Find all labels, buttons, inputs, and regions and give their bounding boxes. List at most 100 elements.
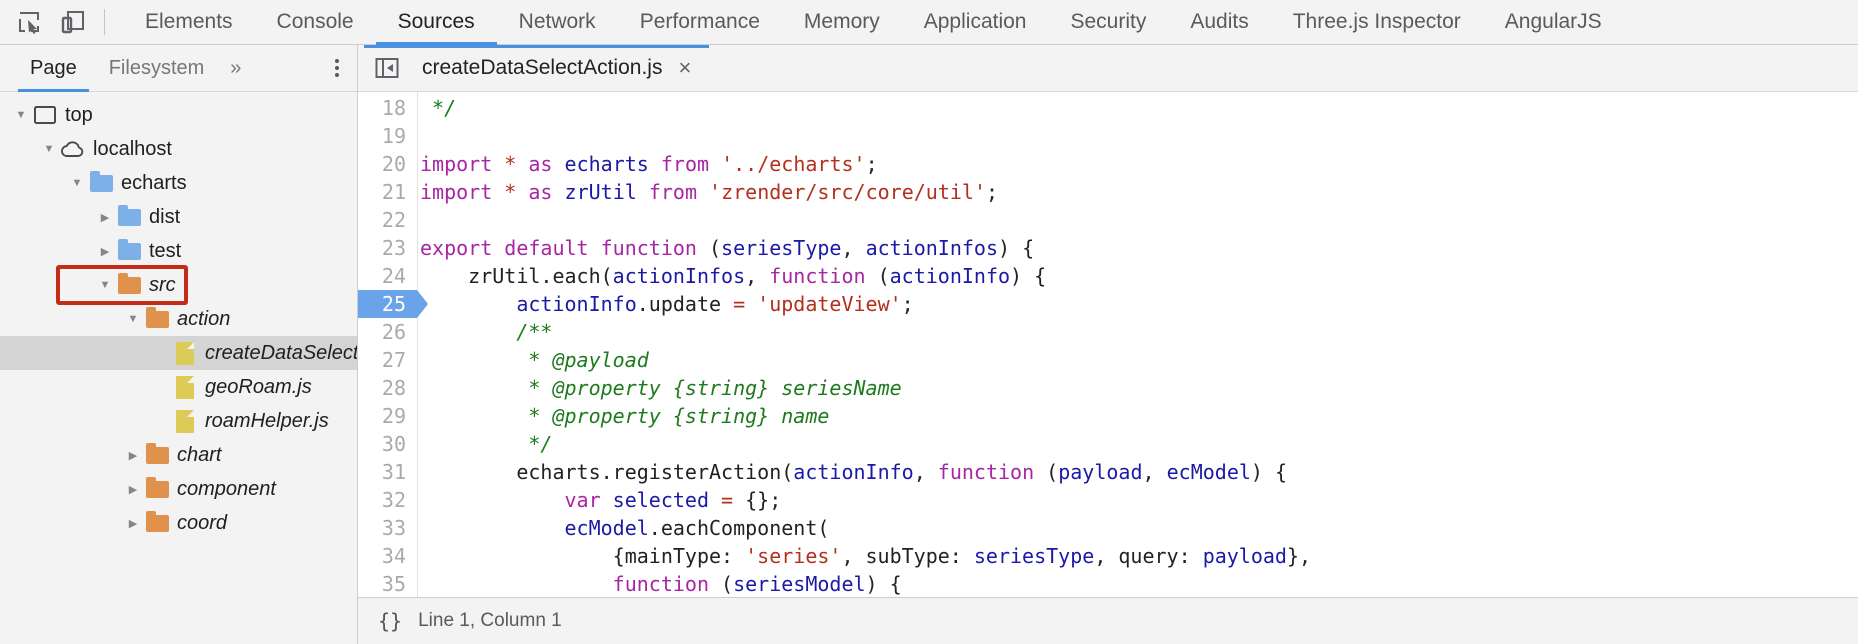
line-number[interactable]: 18	[381, 96, 406, 120]
tree-item-createdataselectaction-js[interactable]: ▶createDataSelectAction.js	[0, 336, 357, 370]
code-token: function	[612, 572, 709, 596]
code-token	[420, 320, 516, 344]
line-number[interactable]: 32	[381, 488, 406, 512]
code-token: zrUtil.each(	[420, 264, 613, 288]
tab-memory[interactable]: Memory	[782, 0, 902, 44]
tree-item-dist[interactable]: ▶dist	[0, 200, 357, 234]
line-number[interactable]: 27	[381, 348, 406, 372]
js-file-icon	[172, 341, 198, 365]
tree-item-echarts[interactable]: ▼echarts	[0, 166, 357, 200]
tab-sources[interactable]: Sources	[375, 0, 497, 45]
device-toolbar-icon[interactable]	[58, 7, 88, 37]
tab-security[interactable]: Security	[1048, 0, 1168, 44]
code-line: import * as echarts from '../echarts';	[420, 150, 1858, 178]
tree-item-label: src	[149, 274, 176, 296]
tree-item-coord[interactable]: ▶coord	[0, 506, 357, 540]
line-number[interactable]: 28	[381, 376, 406, 400]
line-number[interactable]: 19	[381, 124, 406, 148]
line-number[interactable]: 22	[381, 208, 406, 232]
breakpoint-marker[interactable]: 25	[358, 290, 428, 318]
source-code[interactable]: */ import * as echarts from '../echarts'…	[418, 92, 1858, 597]
frame-icon	[32, 106, 58, 124]
tree-item-georoam-js[interactable]: ▶geoRoam.js	[0, 370, 357, 404]
tree-item-localhost[interactable]: ▼localhost	[0, 132, 357, 166]
toolbar-icon-group	[0, 0, 123, 44]
tab-threejs-inspector[interactable]: Three.js Inspector	[1271, 0, 1483, 44]
tab-angularjs[interactable]: AngularJS	[1483, 0, 1624, 44]
chevron-down-icon[interactable]: ▼	[127, 313, 139, 325]
chevron-down-icon[interactable]: ▼	[99, 279, 111, 291]
code-token	[516, 180, 528, 204]
code-token: (	[696, 236, 722, 260]
toolbar-divider	[104, 9, 105, 35]
code-token: as	[528, 152, 553, 176]
tree-item-roamhelper-js[interactable]: ▶roamHelper.js	[0, 404, 357, 438]
line-number[interactable]: 33	[381, 516, 406, 540]
chevron-right-icon[interactable]: ▶	[100, 245, 110, 258]
tree-item-test[interactable]: ▶test	[0, 234, 357, 268]
tree-item-component[interactable]: ▶component	[0, 472, 357, 506]
code-token: * @property {string} seriesName	[528, 376, 902, 400]
tree-item-top[interactable]: ▼top	[0, 98, 357, 132]
folder-icon	[144, 306, 170, 328]
code-token: =	[721, 488, 734, 512]
chevron-down-icon[interactable]: ▼	[71, 177, 83, 189]
code-line	[420, 206, 1858, 234]
code-line: export default function (seriesType, act…	[420, 234, 1858, 262]
inspect-element-icon[interactable]	[14, 7, 44, 37]
code-token: selected	[612, 488, 709, 512]
tab-console[interactable]: Console	[255, 0, 376, 44]
tab-performance[interactable]: Performance	[618, 0, 782, 44]
code-token: ,	[913, 460, 938, 484]
code-token: /**	[516, 320, 553, 344]
code-token: ;	[865, 152, 878, 176]
close-icon[interactable]: ×	[678, 55, 692, 80]
line-number[interactable]: 29	[381, 404, 406, 428]
line-number[interactable]: 35	[381, 572, 406, 596]
collapse-sidebar-icon[interactable]	[358, 45, 416, 91]
kebab-menu-icon[interactable]	[335, 59, 339, 77]
tab-application[interactable]: Application	[902, 0, 1049, 44]
line-number[interactable]: 34	[381, 544, 406, 568]
chevron-right-icon[interactable]: ▶	[128, 483, 138, 496]
tree-item-src[interactable]: ▼ src	[0, 268, 357, 302]
code-token: actionInfo	[889, 264, 1011, 288]
pretty-print-icon[interactable]: {}	[378, 609, 403, 633]
code-token: ecModel	[1166, 460, 1251, 484]
tab-network[interactable]: Network	[497, 0, 618, 44]
line-number[interactable]: 30	[381, 432, 406, 456]
code-token: function	[769, 264, 866, 288]
code-token: ecModel	[564, 516, 649, 540]
line-number[interactable]: 26	[381, 320, 406, 344]
chevron-right-icon[interactable]: ▶	[128, 517, 138, 530]
tree-item-chart[interactable]: ▶chart	[0, 438, 357, 472]
code-token: },	[1286, 544, 1312, 568]
code-token	[709, 152, 721, 176]
line-number[interactable]: 31	[381, 460, 406, 484]
tree-item-action[interactable]: ▼action	[0, 302, 357, 336]
code-token: zrUtil	[564, 180, 637, 204]
code-token	[601, 488, 613, 512]
line-number[interactable]: 24	[381, 264, 406, 288]
code-token: var	[564, 488, 601, 512]
chevron-right-icon[interactable]: ▶	[100, 211, 110, 224]
line-number[interactable]: 20	[381, 152, 406, 176]
editor-file-tab[interactable]: createDataSelectAction.js ×	[363, 45, 710, 91]
tab-audits[interactable]: Audits	[1168, 0, 1270, 44]
line-number[interactable]: 21	[381, 180, 406, 204]
chevron-down-icon[interactable]: ▼	[15, 109, 27, 121]
navigator-tab-page[interactable]: Page	[14, 45, 93, 92]
code-token	[420, 292, 516, 316]
code-line: var selected = {};	[420, 486, 1858, 514]
code-token	[552, 152, 564, 176]
chevron-down-icon[interactable]: ▼	[43, 143, 55, 155]
navigator-more-tabs-icon[interactable]: »	[230, 56, 241, 79]
tab-elements[interactable]: Elements	[123, 0, 255, 44]
navigator-tab-filesystem[interactable]: Filesystem	[93, 45, 221, 91]
chevron-right-icon[interactable]: ▶	[128, 449, 138, 462]
code-line: * @property {string} name	[420, 402, 1858, 430]
line-number[interactable]: 23	[381, 236, 406, 260]
code-token: , subType:	[841, 544, 974, 568]
